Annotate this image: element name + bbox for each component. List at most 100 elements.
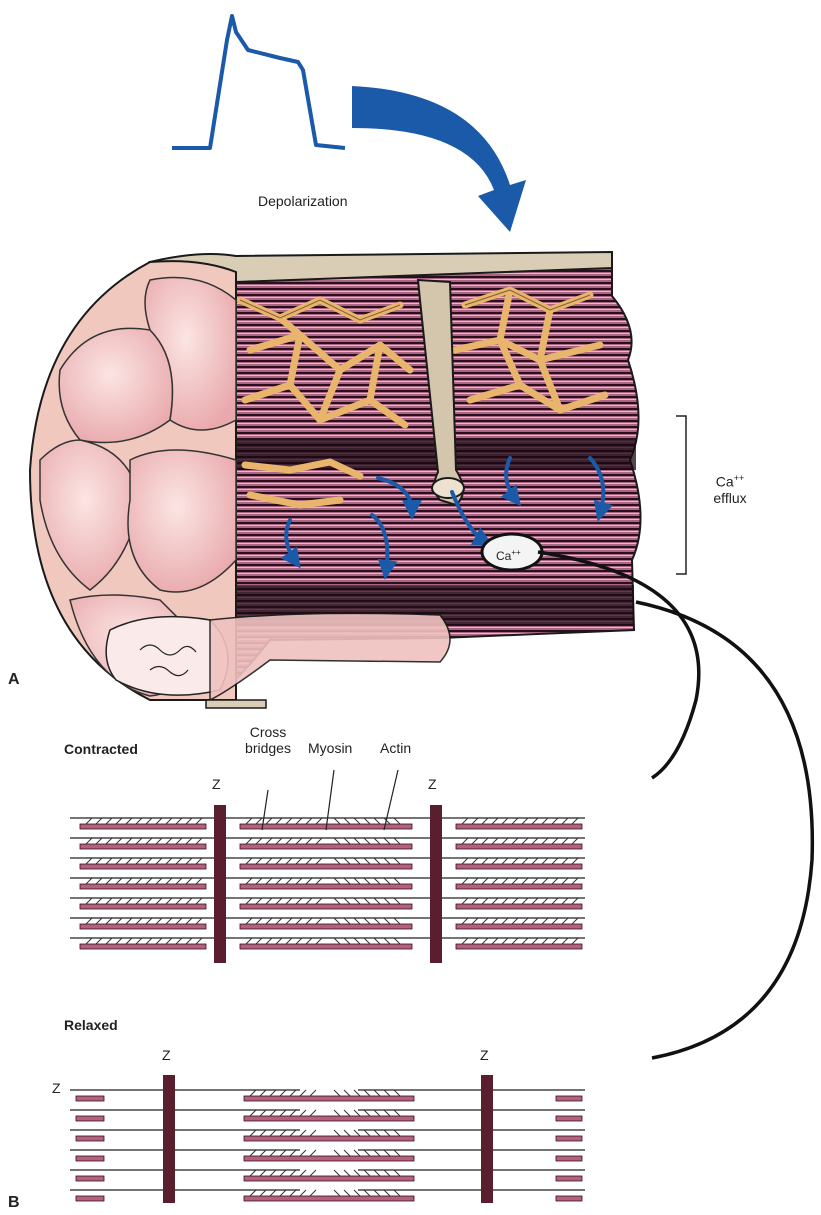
cross-bridge (96, 938, 102, 944)
cross-bridge (290, 1150, 296, 1156)
cross-bridge (106, 858, 112, 864)
cross-bridge (156, 818, 162, 824)
cross-bridge (270, 1090, 276, 1096)
cross-bridge (186, 858, 192, 864)
cross-bridge (384, 938, 390, 944)
cross-bridge (256, 858, 262, 864)
cross-bridge (492, 838, 498, 844)
cross-bridge (354, 1090, 360, 1096)
cross-bridge (250, 1110, 256, 1116)
cross-bridge (354, 1190, 360, 1196)
myofibril-bundle (128, 450, 236, 592)
cross-bridge (256, 918, 262, 924)
cross-bridge (96, 898, 102, 904)
cross-bridge (522, 918, 528, 924)
cross-bridge (290, 1130, 296, 1136)
cross-bridge (572, 918, 578, 924)
cross-bridge (146, 838, 152, 844)
cross-bridge (354, 918, 360, 924)
relaxed-sarcomere (70, 1075, 585, 1203)
cross-bridge (374, 1170, 380, 1176)
cross-bridge (280, 1130, 286, 1136)
myosin-filament (244, 1136, 414, 1141)
cross-bridge (492, 898, 498, 904)
cross-bridge (394, 1090, 400, 1096)
cross-bridge (364, 838, 370, 844)
cross-bridge (384, 1090, 390, 1096)
cross-bridge (572, 838, 578, 844)
cross-bridge (542, 898, 548, 904)
cross-bridge (266, 898, 272, 904)
cross-bridge (572, 858, 578, 864)
cross-bridge (270, 1190, 276, 1196)
cross-bridge (276, 898, 282, 904)
cross-bridge (276, 878, 282, 884)
cross-bridge (462, 938, 468, 944)
cross-bridge (552, 938, 558, 944)
cross-bridge (196, 918, 202, 924)
cross-bridge (186, 818, 192, 824)
cross-bridge (306, 898, 312, 904)
cross-bridge (394, 1150, 400, 1156)
cross-bridge (482, 838, 488, 844)
cross-bridge (286, 918, 292, 924)
cross-bridge (394, 1130, 400, 1136)
cross-bridge (344, 1130, 350, 1136)
cross-bridge (306, 858, 312, 864)
cross-bridge (310, 1190, 316, 1196)
cross-bridge (532, 918, 538, 924)
depolarization-arrow (352, 86, 526, 232)
z-line (430, 805, 442, 963)
cross-bridge (492, 858, 498, 864)
myosin-filament (76, 1176, 104, 1181)
z-label-contracted-left: Z (212, 776, 221, 792)
cross-bridge (196, 878, 202, 884)
cross-bridge (300, 1090, 306, 1096)
cross-bridge (176, 878, 182, 884)
myosin-filament (80, 824, 206, 829)
cross-bridge (522, 858, 528, 864)
cross-bridge (334, 1090, 340, 1096)
cross-bridge (562, 858, 568, 864)
cross-bridge (146, 878, 152, 884)
efflux-word: efflux (713, 490, 746, 506)
cross-bridge (86, 818, 92, 824)
myosin-filament (80, 904, 206, 909)
myosin-filament (244, 1176, 414, 1181)
cross-bridge (126, 938, 132, 944)
cross-bridge (572, 878, 578, 884)
cross-bridge (364, 1110, 370, 1116)
cross-bridge (344, 878, 350, 884)
cross-bridge (246, 938, 252, 944)
cross-bridge (472, 878, 478, 884)
cross-bridge (502, 918, 508, 924)
cross-bridge (156, 878, 162, 884)
ca-in-fiber-label: Ca++ (496, 545, 521, 564)
cross-bridge (176, 818, 182, 824)
cross-bridge (166, 898, 172, 904)
cross-bridge (276, 918, 282, 924)
cross-bridge (354, 1170, 360, 1176)
cross-bridge (354, 818, 360, 824)
cross-bridge (384, 858, 390, 864)
cross-bridge (394, 878, 400, 884)
cross-bridge (502, 938, 508, 944)
cross-bridge (542, 818, 548, 824)
cross-bridge (364, 898, 370, 904)
cross-bridge (532, 838, 538, 844)
cross-bridge (394, 1190, 400, 1196)
cross-bridge (106, 918, 112, 924)
cross-bridge (286, 878, 292, 884)
cross-bridge (482, 858, 488, 864)
cross-bridge (126, 858, 132, 864)
cross-bridge (166, 858, 172, 864)
cross-bridge (482, 938, 488, 944)
myosin-filament (240, 844, 412, 849)
cross-bridge (374, 918, 380, 924)
cross-bridge (266, 858, 272, 864)
cross-bridge (306, 938, 312, 944)
cross-bridge (374, 1110, 380, 1116)
cross-bridge (364, 1170, 370, 1176)
cross-bridge (296, 818, 302, 824)
